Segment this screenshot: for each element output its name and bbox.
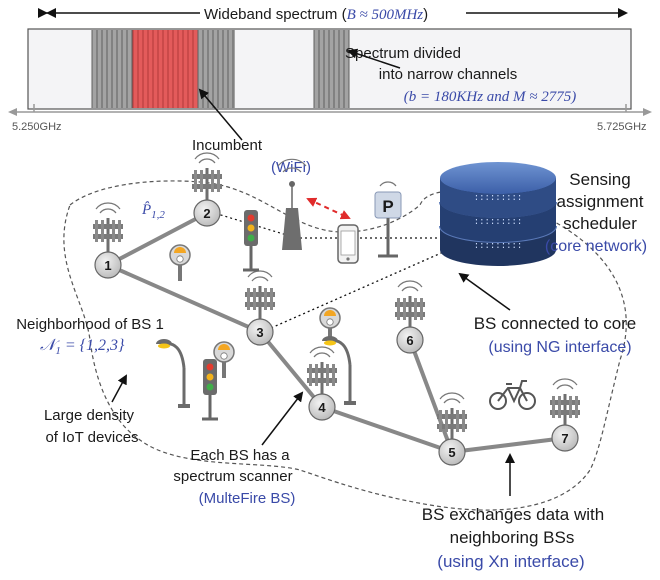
link-5-7 xyxy=(450,436,567,454)
spectrum-title: Wideband spectrum (B ≈ 500MHz) xyxy=(204,6,428,23)
incumbent-label: Incumbent xyxy=(192,137,263,154)
xn-line2: neighboring BSs xyxy=(450,528,575,547)
occupied-channel-band xyxy=(133,30,198,108)
database-server-icon: ::::::::: ::::::::: ::::::::: xyxy=(439,162,557,266)
svg-text:4: 4 xyxy=(318,400,326,415)
channel-band xyxy=(314,30,349,108)
channel-band xyxy=(198,30,235,108)
link-5-6 xyxy=(408,338,454,454)
traffic-light-icon xyxy=(241,208,261,272)
wifi-link xyxy=(306,197,351,220)
bs-nodes: 1 2 3 4 5 6 7 xyxy=(94,199,579,466)
core-conn-label: BS connected to core xyxy=(474,314,637,333)
core-conn-arrow xyxy=(458,272,511,311)
neighborhood-set: 𝒩1 = {1,2,3} xyxy=(40,337,125,357)
svg-text:5: 5 xyxy=(448,445,455,460)
bs-node-7[interactable]: 7 xyxy=(551,424,579,452)
xn-sub: (using Xn interface) xyxy=(437,552,584,571)
scanner-line2: spectrum scanner xyxy=(173,468,292,485)
core-link-3 xyxy=(261,249,449,333)
parking-sign-icon: P xyxy=(374,181,402,258)
link-3-4 xyxy=(258,330,324,409)
svg-text:1: 1 xyxy=(104,258,111,273)
scanner-arrow xyxy=(261,391,304,446)
svg-text:7: 7 xyxy=(561,431,568,446)
parking-meter-icon xyxy=(169,244,191,282)
svg-text::::::::::: ::::::::: xyxy=(474,217,523,227)
bs-node-4[interactable]: 4 xyxy=(308,393,336,421)
scheduler-line2: assignment xyxy=(557,192,644,211)
svg-text:3: 3 xyxy=(256,325,263,340)
link-1-3 xyxy=(106,263,262,334)
division-line2: into narrow channels xyxy=(379,66,517,83)
link-4-5 xyxy=(320,405,454,454)
svg-text::::::::::: ::::::::: xyxy=(474,241,523,251)
neighborhood-label: Neighborhood of BS 1 xyxy=(16,316,164,333)
xn-line1: BS exchanges data with xyxy=(422,505,604,524)
bs-node-6[interactable]: 6 xyxy=(396,326,424,354)
svg-text:6: 6 xyxy=(406,333,413,348)
iot-line1: Large density xyxy=(44,407,135,424)
wifi-router-icon xyxy=(277,158,307,250)
incumbent-arrow xyxy=(198,88,243,141)
phone-icon xyxy=(337,224,359,264)
bs-node-5[interactable]: 5 xyxy=(438,438,466,466)
bs-links xyxy=(106,211,567,454)
freq-end: 5.725GHz xyxy=(597,121,647,133)
scanner-line1: Each BS has a xyxy=(190,447,290,464)
bicycle-icon xyxy=(489,380,536,410)
scheduler-sub: (core network) xyxy=(545,238,647,255)
scheduler-line1: Sensing xyxy=(569,170,630,189)
spectrum-section: Wideband spectrum (B ≈ 500MHz) Spectrum … xyxy=(8,6,652,176)
core-conn-sub: (using NG interface) xyxy=(488,339,631,356)
iot-line2: of IoT devices xyxy=(45,429,138,446)
bs-node-3[interactable]: 3 xyxy=(246,318,274,346)
scanner-sub: (MulteFire BS) xyxy=(199,490,296,507)
svg-text:P: P xyxy=(382,197,393,216)
bs-node-2[interactable]: 2 xyxy=(193,199,221,227)
network-boundary xyxy=(63,180,627,511)
svg-text:2: 2 xyxy=(203,206,210,221)
link-1-2 xyxy=(106,211,209,267)
channel-stripes xyxy=(91,30,350,108)
division-line1: Spectrum divided xyxy=(345,45,461,62)
bs-node-1[interactable]: 1 xyxy=(94,251,122,279)
freq-start: 5.250GHz xyxy=(12,121,62,133)
svg-text::::::::::: ::::::::: xyxy=(474,193,523,203)
iot-arrow xyxy=(111,374,127,403)
street-lamp-icon xyxy=(154,337,192,410)
division-arrow xyxy=(347,48,401,69)
scheduler-line3: scheduler xyxy=(563,214,637,233)
division-math: (b = 180KHz and M ≈ 2775) xyxy=(404,89,577,105)
traffic-light-icon xyxy=(200,357,220,421)
edge-label-p12: P̂1,2 xyxy=(141,202,165,221)
